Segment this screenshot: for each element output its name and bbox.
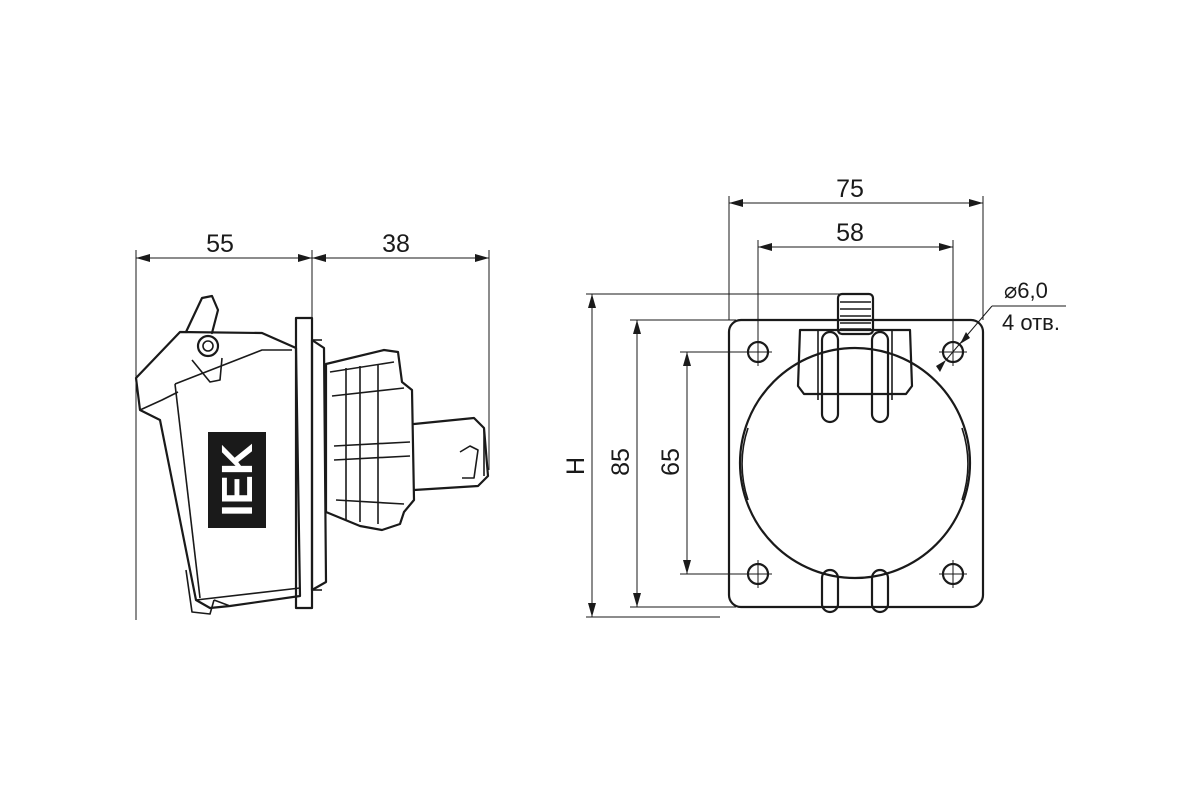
iek-logo-text: IEK <box>213 443 262 517</box>
hole-diameter-label: ⌀6,0 <box>1004 278 1048 303</box>
dim-38: 38 <box>312 230 489 262</box>
dim-58: 58 <box>758 219 953 251</box>
dim-85-label: 85 <box>607 448 635 476</box>
iek-logo-badge <box>208 432 266 528</box>
hole-bottom-left <box>744 560 772 588</box>
rear-housing-side <box>310 338 490 592</box>
dim-h: H <box>562 294 596 617</box>
upper-slot-right <box>870 330 890 424</box>
hole-note: ⌀6,0 4 отв. <box>936 278 1066 372</box>
hole-bottom-right <box>939 560 967 588</box>
side-view: 55 38 IEK <box>134 230 490 620</box>
dim-58-label: 58 <box>836 219 864 247</box>
front-view: 75 58 H 85 65 <box>562 175 1066 618</box>
hole-top-left <box>744 338 772 366</box>
hole-note-leader <box>945 305 993 361</box>
hole-count-label: 4 отв. <box>1002 310 1060 335</box>
lower-slot-left <box>820 568 840 614</box>
dim-h-label: H <box>562 457 590 475</box>
lower-slot-right <box>870 568 890 614</box>
dim-55-label: 55 <box>206 230 234 258</box>
dim-65: 65 <box>657 352 691 574</box>
dim-38-label: 38 <box>382 230 410 258</box>
lid-latch <box>836 292 875 336</box>
socket-face <box>738 292 972 614</box>
dim-75: 75 <box>729 175 983 207</box>
iek-logo: IEK <box>208 432 266 528</box>
dim-75-label: 75 <box>836 175 864 203</box>
mounting-plate <box>727 318 985 609</box>
socket-body-side <box>134 294 302 615</box>
dim-55: 55 <box>136 230 312 262</box>
dim-65-label: 65 <box>657 448 685 476</box>
upper-slot-left <box>820 330 840 424</box>
mounting-holes <box>744 338 967 588</box>
dim-85: 85 <box>607 320 641 607</box>
